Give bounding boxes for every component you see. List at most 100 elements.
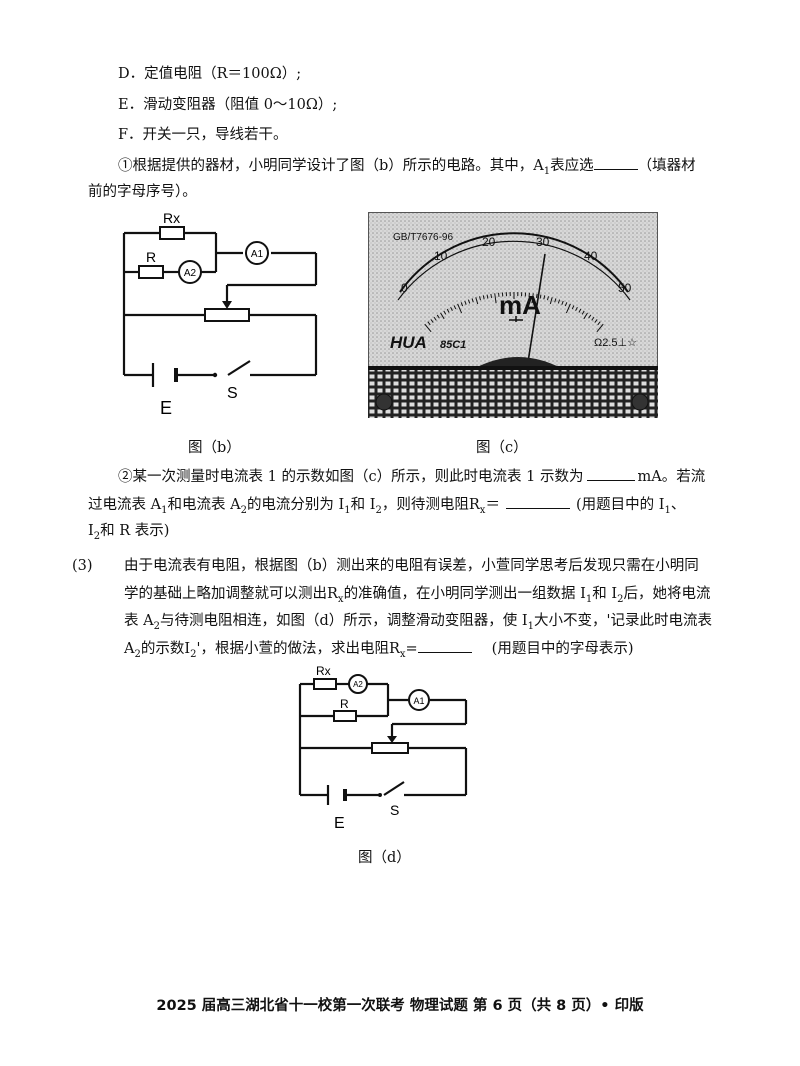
scale-label-10: 10 xyxy=(434,249,448,263)
scale-tick xyxy=(436,314,440,319)
label-rx: Rx xyxy=(316,664,331,678)
q1-line1: ①根据提供的器材，小明同学设计了图（b）所示的电路。其中，A1表应选（填器材 xyxy=(118,155,696,182)
meter-model: 85C1 xyxy=(440,339,466,351)
scale-tick xyxy=(596,323,604,333)
q3-text-2d: 后，她将电流 xyxy=(623,586,711,602)
scale-tick xyxy=(471,298,474,303)
page-footer: 2025 届高三湖北省十一校第一次联考 物理试题 第 6 页（共 8 页）• 印… xyxy=(156,998,644,1014)
q3-line4: A2的示数I2'，根据小萱的做法，求出电阻Rx=(用题目中的字母表示) xyxy=(124,638,634,665)
scale-tick xyxy=(464,300,467,305)
q2-text-a: ②某一次测量时电流表 1 的示数如图（c）所示，则此时电流表 1 示数为 xyxy=(118,469,584,485)
label-s: S xyxy=(227,385,238,402)
ammeter-a2-label: A2 xyxy=(184,268,197,279)
scale-tick xyxy=(581,310,585,315)
scale-tick xyxy=(453,305,457,310)
scale-tick xyxy=(424,323,432,333)
scale-tick xyxy=(443,310,447,315)
figure-d-circuit: Rx R A2 A1 E S xyxy=(298,664,468,832)
label-s: S xyxy=(390,802,399,818)
ammeter-a1-label: A1 xyxy=(413,696,424,706)
scale-tick xyxy=(597,321,601,326)
item-d: D．定值电阻（R＝100Ω）; xyxy=(118,66,302,82)
figure-b-circuit: Rx R A1 A2 E S xyxy=(122,210,318,415)
meter-standard: GB/T7676-96 xyxy=(393,232,453,243)
scale-tick xyxy=(583,312,588,320)
label-r: R xyxy=(340,697,349,711)
scale-tick xyxy=(535,293,538,298)
scale-tick xyxy=(467,299,471,304)
scale-tick xyxy=(543,295,546,300)
q2-sub-x: x xyxy=(479,504,486,516)
q2-text-2g: (用题目中的 I xyxy=(575,497,665,513)
scale-tick xyxy=(490,293,493,298)
scale-tick xyxy=(554,298,557,303)
ammeter-a2-label: A2 xyxy=(353,680,363,689)
label-e: E xyxy=(160,398,172,415)
figure-c-caption: 图（c） xyxy=(476,440,528,456)
q1-sub: 1 xyxy=(543,165,551,177)
scale-label-30: 30 xyxy=(536,235,550,249)
scale-label-20: 20 xyxy=(482,235,496,249)
answer-blank-3[interactable] xyxy=(505,494,570,509)
scale-tick xyxy=(549,297,553,305)
q3-text-2a: 学的基础上略加调整就可以测出R xyxy=(124,586,338,602)
q3-line3: 表 A2与待测电阻相连，如图（d）所示，调整滑动变阻器，使 I1大小不变，'记录… xyxy=(124,611,712,637)
scale-tick xyxy=(427,321,431,326)
q3-text-4b: 的示数I xyxy=(140,641,191,657)
label-rx: Rx xyxy=(163,210,180,226)
q2-sub-4: 2 xyxy=(375,504,382,516)
q2-sub-2: 2 xyxy=(240,504,247,516)
q2-text-2e: ，则待测电阻R xyxy=(381,497,480,513)
scale-tick xyxy=(591,316,595,321)
q1-text-c: （填器材 xyxy=(637,158,696,174)
scale-tick xyxy=(594,319,598,323)
figure-c-ammeter: 0 10 20 30 40 50 GB/T7676-96 mA HUA 85C1… xyxy=(368,212,658,418)
q2-text-2d: 和 I xyxy=(350,497,376,513)
q3-sub-3: 2 xyxy=(153,620,160,632)
q2-text-2f: ＝ xyxy=(485,497,500,513)
q3-text-3c: 大小不变，'记录此时电流表 xyxy=(533,613,712,629)
scale-tick xyxy=(565,303,571,314)
q3-sub-x1: x xyxy=(337,593,344,605)
figure-b-caption: 图（b） xyxy=(188,440,241,456)
q1-text-b: 表应选 xyxy=(550,158,594,174)
meter-unit: mA xyxy=(499,290,541,320)
q3-text-4c: '，根据小萱的做法，求出电阻R xyxy=(196,641,400,657)
q3-sub-5: 2 xyxy=(134,648,141,660)
label-e: E xyxy=(334,815,345,832)
answer-blank-4[interactable] xyxy=(417,638,472,653)
scale-tick xyxy=(578,308,582,313)
scale-tick xyxy=(588,314,592,319)
label-r: R xyxy=(146,249,156,265)
scale-tick xyxy=(460,302,464,307)
q3-text-3b: 与待测电阻相连，如图（d）所示，调整滑动变阻器，使 I xyxy=(159,613,528,629)
q3-text-3a: 表 A xyxy=(124,613,154,629)
q3-line1: 由于电流表有电阻，根据图（b）测出来的电阻有误差，小萱同学思考后发现只需在小明同 xyxy=(124,558,699,574)
scale-tick xyxy=(557,299,561,304)
q3-number: (3) xyxy=(72,558,93,574)
q3-text-2b: 的准确值，在小明同学测出一组数据 I xyxy=(343,586,586,602)
q2-sub-5: 1 xyxy=(664,504,671,516)
q2-text-2c: 的电流分别为 I xyxy=(246,497,345,513)
q3-sub-1: 1 xyxy=(585,593,593,605)
scale-tick xyxy=(531,293,534,304)
meter-needle xyxy=(527,253,546,363)
q2-line2: 过电流表 A1和电流表 A2的电流分别为 I1和 I2，则待测电阻Rx＝(用题目… xyxy=(88,494,685,521)
answer-blank-2[interactable] xyxy=(586,466,635,481)
q2-text-3a: I xyxy=(88,523,94,539)
q2-sub-1: 1 xyxy=(161,504,168,516)
scale-tick xyxy=(494,293,497,304)
q2-sub-6: 2 xyxy=(93,530,101,542)
q3-text-4a: A xyxy=(124,641,135,657)
scale-tick xyxy=(539,294,542,299)
q3-sub-2: 2 xyxy=(617,593,624,605)
q3-text-4d: = xyxy=(405,641,418,657)
q3-sub-6: 2 xyxy=(190,648,197,660)
answer-blank-1[interactable] xyxy=(593,155,638,170)
q3-sub-x2: x xyxy=(399,648,406,660)
scale-tick xyxy=(430,319,434,323)
scale-label-0: 0 xyxy=(401,281,408,295)
scale-tick xyxy=(440,312,445,320)
q2-text-2a: 过电流表 A xyxy=(88,497,162,513)
